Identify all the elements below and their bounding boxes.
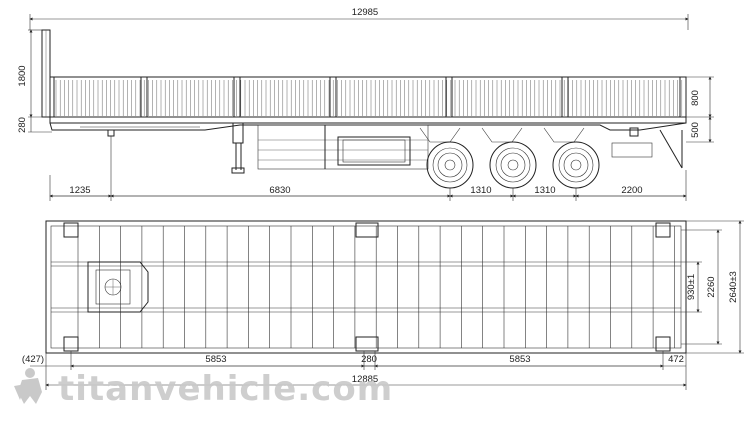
rear-overhang-label: 2200 [621, 185, 642, 196]
front-offset-label: (427) [22, 354, 44, 365]
wheel-2 [489, 141, 537, 189]
overall-length-label: 12985 [352, 7, 378, 18]
top-view: 930±1 2260 2640±3 (427) 5853 280 5853 47… [22, 220, 744, 390]
axle-spacing-2-label: 1310 [534, 185, 555, 196]
length-dimensions: (427) 5853 280 5853 472 12885 [22, 351, 687, 390]
inner-width-label: 930±1 [686, 274, 697, 300]
wheel-1 [426, 141, 474, 189]
section-b-label: 5853 [509, 354, 530, 365]
side-board-dimensions: 800 500 [686, 76, 714, 143]
cross-members [77, 226, 675, 348]
axle-dimensions: 1235 6830 1310 1310 2200 [49, 136, 687, 201]
width-dimensions: 930±1 2260 2640±3 [681, 220, 744, 354]
to-first-axle-label: 6830 [269, 185, 290, 196]
overall-width-label: 2640±3 [728, 271, 739, 303]
section-a-label: 5853 [205, 354, 226, 365]
top-overall-length-label: 12885 [352, 374, 378, 385]
kingpin-offset-label: 1235 [69, 185, 90, 196]
height-dimensions: 1800 280 [17, 29, 52, 133]
width-label: 2260 [706, 276, 717, 297]
watermark: titanvehicle.com [14, 368, 393, 409]
side-view: 12985 1800 280 800 500 [17, 7, 714, 201]
rear-offset-label: 472 [668, 354, 684, 365]
watermark-text: titanvehicle.com [58, 369, 393, 409]
wheels [426, 141, 600, 189]
wheel-3 [552, 141, 600, 189]
deck-outline [45, 220, 687, 354]
axle-spacing-1-label: 1310 [470, 185, 491, 196]
chassis [49, 116, 687, 174]
overall-length-dimension: 12985 [29, 7, 689, 30]
kingpin-plate [87, 261, 149, 313]
front-wall [41, 29, 51, 118]
deck-height-label: 280 [17, 117, 28, 133]
lower-height-label: 500 [690, 122, 701, 138]
front-height-label: 1800 [17, 65, 28, 86]
rider-logo-icon [14, 368, 42, 404]
center-gap-label: 280 [361, 354, 377, 365]
side-board-panels [49, 76, 687, 118]
side-board-height-label: 800 [690, 90, 701, 106]
twist-locks [63, 222, 671, 352]
